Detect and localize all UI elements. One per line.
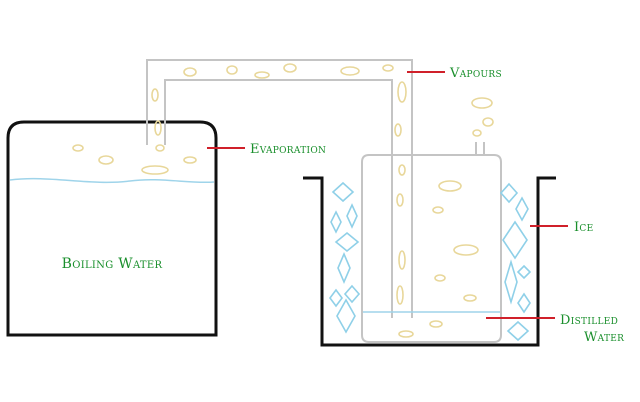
delivery-tube-outer [146,59,413,318]
boiling-flask [6,120,218,337]
bubble [72,144,84,152]
ice-crystal [499,182,519,204]
ice-crystal [502,220,528,260]
label-boiling-water: Boiling Water [62,256,163,272]
bubble [398,330,414,338]
ice-crystal [346,203,358,229]
ice-bath [303,176,556,347]
ice-crystal [331,181,355,203]
bubble [453,244,479,256]
bubble [382,64,394,72]
ice-crystal [343,284,361,304]
ice-crystal [329,288,343,308]
ice-crystal [334,231,360,253]
bubble [398,164,406,176]
label-ice: Ice [574,220,594,235]
bubble [463,294,477,302]
bubble [438,180,462,192]
bubble [482,117,494,127]
ice-crystal [517,292,531,314]
label-distilled: Distilled [560,313,618,328]
bubble [429,320,443,328]
bubble [471,97,493,109]
vapour-bubbles [72,63,494,338]
ice-crystal [337,251,351,285]
bubble [254,71,270,79]
leader-lines [207,71,568,319]
label-vapours: Vapours [449,66,502,81]
bubble [340,66,360,76]
ice-crystal [506,320,530,342]
bubble [183,67,197,77]
bubble [226,65,238,75]
bubble [283,63,297,73]
ice-crystal [515,196,529,222]
label-water: Water [584,330,624,345]
bubble [154,120,162,136]
bubble [434,274,446,282]
collection-beaker [361,154,502,343]
bubble [98,155,114,165]
bubble [151,88,159,102]
ice-crystal [516,264,532,280]
bubble [432,206,444,214]
bubble [394,123,402,137]
bubble [397,81,407,103]
label-evaporation: Evaporation [250,142,326,157]
bubble [155,144,165,152]
ice-crystal [330,210,342,234]
bubble [396,193,404,207]
bubble [183,156,197,164]
bubble [396,285,404,305]
boiling-water-surface [9,177,215,184]
bubble [472,129,482,137]
ice-crystals [329,181,532,342]
ice-crystal [504,259,518,305]
ice-crystal [336,298,356,334]
delivery-tube-inner [164,79,393,318]
beaker-vent [475,142,485,155]
bubble [398,250,406,270]
bubble [141,165,169,175]
